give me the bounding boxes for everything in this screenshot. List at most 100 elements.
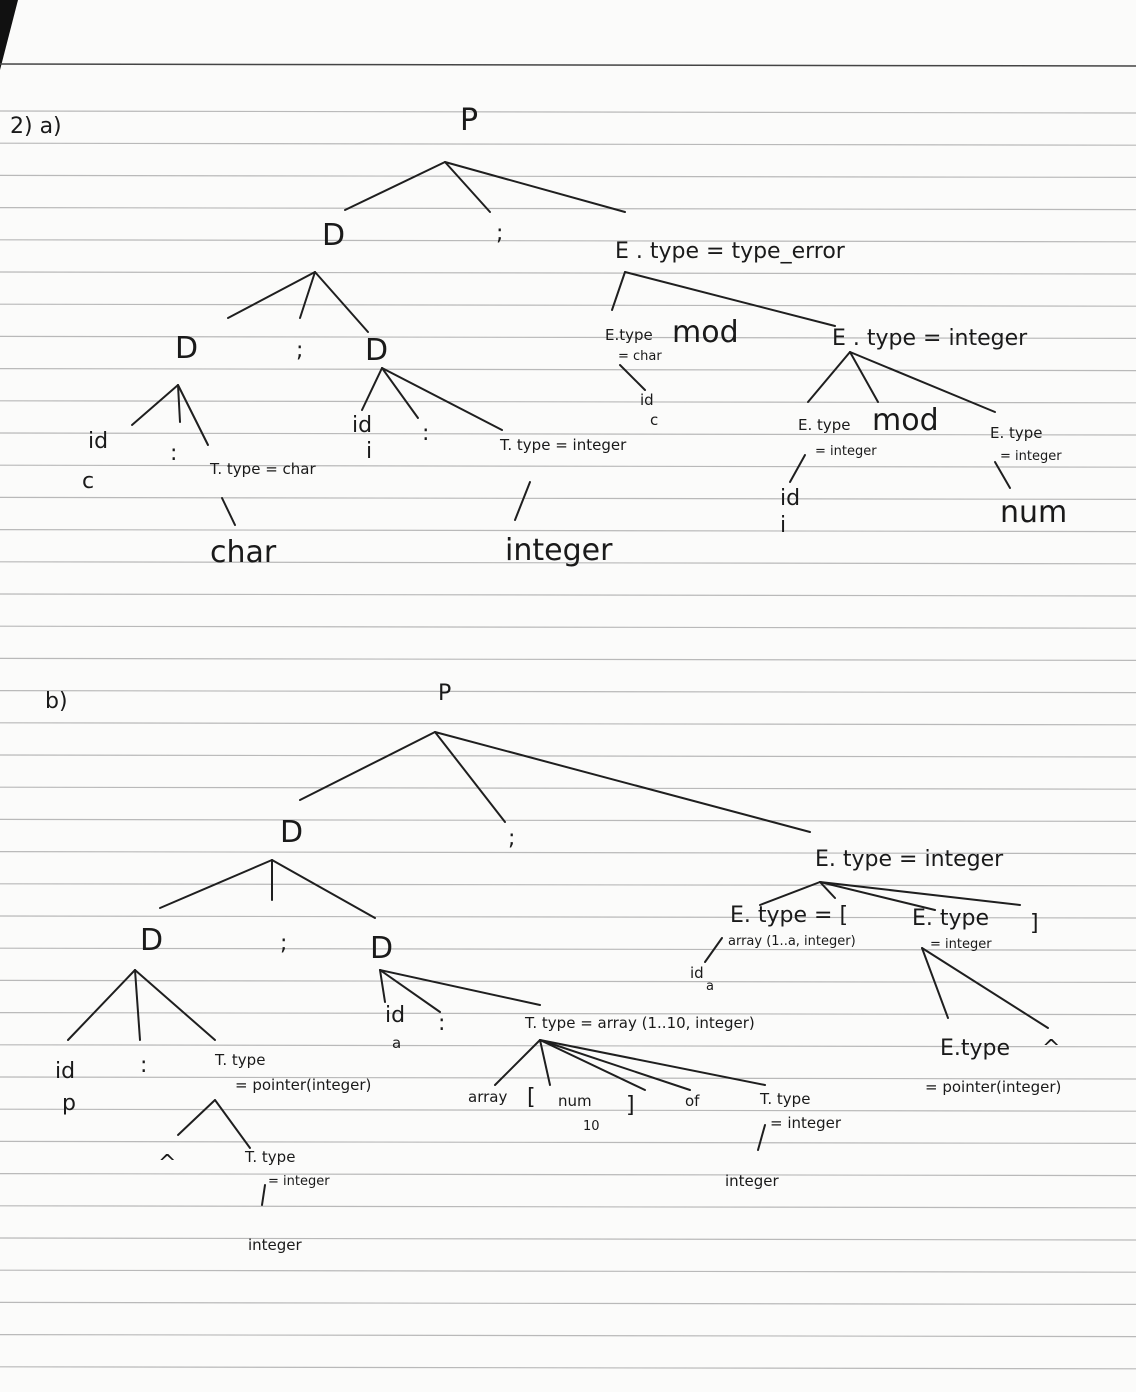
b-node-array: array	[468, 1088, 507, 1106]
a-node-colon: :	[170, 441, 177, 466]
ruled-line	[0, 271, 1136, 275]
ruled-line	[0, 915, 1136, 919]
b-leaf-integer: integer	[248, 1236, 303, 1254]
a-leaf-c: c	[82, 469, 94, 494]
ruled-line	[0, 207, 1136, 211]
ruled-line	[0, 561, 1136, 565]
ruled-line	[0, 979, 1136, 984]
b-node-T-type-array: T. type = array (1..10, integer)	[524, 1014, 755, 1032]
ruled-line	[0, 335, 1136, 339]
b-node-E-type-integer: E. type = integer	[815, 847, 1004, 872]
b-root-P: P	[438, 681, 451, 706]
b-node-colon-2: :	[438, 1011, 445, 1036]
b-node-E-type-array: E. type = [	[730, 903, 848, 928]
b-node-T-type-integer-2: T. type	[759, 1090, 810, 1108]
b-node-E-type-integer-2-value: = integer	[930, 937, 992, 952]
a-node-E-type-integer: E . type = integer	[832, 326, 1028, 351]
ruled-line	[0, 142, 1136, 146]
b-node-T-type-integer-2-value: = integer	[770, 1114, 842, 1132]
b-node-T-type-integer-value: = integer	[268, 1174, 330, 1189]
b-leaf-a: a	[392, 1034, 401, 1052]
ruled-line	[0, 754, 1136, 758]
ruled-line	[0, 1237, 1136, 1241]
b-node-of: of	[685, 1092, 700, 1110]
b-node-semicolon: ;	[508, 826, 515, 851]
a-leaf-integer: integer	[505, 533, 613, 568]
b-node-E-type-array-value: array (1..a, integer)	[728, 934, 856, 949]
a-node-mod-2: mod	[872, 403, 939, 438]
a-node-D: D	[322, 218, 345, 253]
ruled-lines	[0, 110, 1136, 1370]
ruled-line	[0, 818, 1136, 823]
b-node-T-type-pointer: T. type	[214, 1051, 265, 1069]
top-rule	[0, 63, 1136, 67]
part-b-edges	[67, 731, 1049, 1206]
a-leaf-i: i	[366, 439, 372, 464]
a-node-D-left: D	[175, 331, 198, 366]
part-a-tree: 2) a) P D ; E . type = type_error D ; D …	[10, 103, 1067, 570]
ruled-line	[0, 1333, 1136, 1338]
b-node-num: num	[558, 1092, 592, 1110]
ruled-line	[0, 689, 1136, 694]
ruled-line	[0, 174, 1136, 178]
a-node-T-type-integer: T. type = integer	[499, 436, 627, 454]
ruled-line	[0, 110, 1136, 114]
ruled-line	[0, 625, 1136, 629]
a-node-T-type-char: T. type = char	[209, 460, 316, 478]
ruled-line	[0, 464, 1136, 468]
a-node-E-type-2: E. type	[798, 416, 851, 434]
a-node-semicolon-2: ;	[296, 338, 303, 363]
b-node-semicolon-2: ;	[280, 931, 287, 956]
b-node-id-p: id	[55, 1059, 75, 1084]
a-node-mod: mod	[672, 315, 739, 350]
ruled-line	[0, 593, 1136, 597]
b-node-caret: ^	[1042, 1036, 1060, 1061]
ruled-line	[0, 1076, 1136, 1080]
ruled-line	[0, 400, 1136, 404]
ruled-line	[0, 1140, 1136, 1145]
ruled-line	[0, 368, 1136, 372]
b-node-rbracket: ]	[626, 1093, 635, 1118]
a-node-E-type-3-value: = integer	[1000, 449, 1062, 464]
a-node-E-type-char: E.type	[605, 326, 653, 344]
ruled-line	[0, 528, 1136, 533]
b-leaf-caret: ^	[158, 1151, 176, 1176]
b-node-D-right: D	[370, 931, 393, 966]
ruled-line	[0, 1269, 1136, 1273]
ruled-line	[0, 786, 1136, 790]
ruled-line	[0, 1366, 1136, 1370]
ruled-line	[0, 239, 1136, 243]
ruled-line	[0, 850, 1136, 855]
b-leaf-a2: a	[706, 979, 714, 994]
a-leaf-char: char	[210, 535, 277, 570]
b-node-rbracket-2: ]	[1030, 911, 1039, 936]
ruled-line	[0, 1205, 1136, 1209]
b-node-T-type-integer: T. type	[244, 1148, 295, 1166]
b-node-E-type-pointer-value: = pointer(integer)	[925, 1078, 1061, 1096]
a-node-colon-2: :	[422, 421, 429, 446]
a-leaf-i2: i	[780, 513, 786, 538]
a-node-D-right: D	[365, 333, 388, 368]
part-b-tree: b) P D ; E. type = integer D ; D id p : …	[45, 681, 1061, 1254]
a-node-id-c: id	[88, 429, 108, 454]
a-node-id-c2: id	[640, 391, 654, 409]
ruled-line	[0, 657, 1136, 662]
b-node-lbracket: [	[527, 1085, 536, 1110]
a-node-id-i: id	[352, 413, 372, 438]
a-node-semicolon: ;	[496, 221, 503, 246]
a-root-P: P	[460, 103, 478, 138]
b-leaf-10: 10	[583, 1119, 600, 1134]
b-node-D-left: D	[140, 923, 163, 958]
part-a-edges	[131, 161, 1011, 526]
ruled-line	[0, 722, 1136, 726]
ruled-line	[0, 1172, 1136, 1177]
a-node-E-type-error: E . type = type_error	[615, 239, 846, 264]
ruled-line	[0, 883, 1136, 887]
b-leaf-integer-2: integer	[725, 1172, 780, 1190]
b-node-id-a2: id	[690, 964, 704, 982]
b-leaf-p: p	[62, 1091, 76, 1116]
b-node-D: D	[280, 815, 303, 850]
b-node-colon: :	[140, 1053, 147, 1078]
